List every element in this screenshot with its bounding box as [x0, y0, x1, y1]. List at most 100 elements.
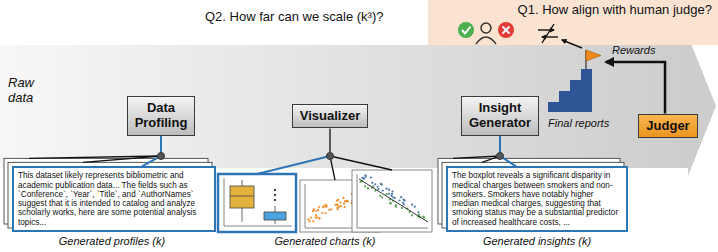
- pipeline-band: [0, 45, 688, 168]
- report-to-judge-arrow: [562, 40, 582, 48]
- person-body: [476, 37, 496, 44]
- cross-mark: [503, 27, 510, 34]
- scatter-dot: [316, 216, 318, 218]
- fan-line: [330, 156, 392, 170]
- profile-card: This dataset likely represents bibliomet…: [12, 166, 216, 232]
- caption: Generated charts (k): [275, 235, 376, 248]
- scatter-dot: [346, 200, 348, 202]
- scatter-dot: [315, 214, 317, 216]
- scatter-dot: [400, 196, 402, 198]
- compare-arrow: [542, 36, 558, 37]
- compare-arrow: [538, 29, 554, 30]
- scatter-dot: [381, 184, 383, 186]
- outlier: [274, 199, 276, 201]
- scatter-dot: [386, 188, 388, 190]
- scatter-dot: [322, 206, 324, 208]
- junction-dot: [158, 153, 165, 160]
- person-head: [481, 23, 491, 33]
- median: [230, 196, 254, 197]
- scatter-dot: [389, 202, 391, 204]
- node-text: Data Profiling: [135, 101, 188, 131]
- scatter-dot: [318, 217, 320, 219]
- reward-label: Rewards: [612, 44, 655, 57]
- scatter-dot: [401, 207, 403, 209]
- scatter-dot: [336, 204, 338, 206]
- scatter-dot: [343, 206, 345, 208]
- scatter-dot: [377, 186, 379, 188]
- scatter-dot: [315, 210, 317, 212]
- node-text: Q1. How align with human judge?: [428, 0, 718, 17]
- scatter-dot: [411, 214, 413, 216]
- scatter-dot: [342, 197, 344, 199]
- junction-dot: [327, 153, 334, 160]
- chart-card: [352, 170, 432, 232]
- scatter-dot: [371, 182, 373, 184]
- junction-dot: [496, 153, 503, 160]
- input-label: Raw data: [8, 76, 34, 106]
- scatter-dot: [385, 193, 387, 195]
- scatter-dot: [337, 208, 339, 210]
- scatter-dot: [346, 200, 348, 202]
- scatter-dot: [346, 200, 348, 202]
- output-label: Final reports: [548, 117, 609, 130]
- scatter-dot: [411, 203, 413, 205]
- scatter-dot: [402, 201, 404, 203]
- scatter-dot: [325, 206, 327, 208]
- caption: Generated insights (k): [483, 235, 591, 248]
- scatter-dot: [392, 196, 394, 198]
- cross-icon: [498, 22, 514, 38]
- scatter-dot: [388, 189, 390, 191]
- scatter-dot: [336, 204, 338, 206]
- scatter-dot: [414, 206, 416, 208]
- selection-line: [257, 156, 330, 174]
- scatter-dot: [317, 209, 319, 211]
- scatter-dot: [370, 176, 372, 178]
- scatter-dot: [312, 220, 314, 222]
- process-box: Insight Generator: [461, 96, 539, 136]
- boxplot-chart: [218, 174, 296, 232]
- scatter-dot: [343, 203, 345, 205]
- selection-link: [142, 136, 161, 166]
- pipeline-arrowhead: [688, 36, 716, 176]
- stem-line: [329, 128, 330, 156]
- scatter-dot: [337, 199, 339, 201]
- process-box: Visualizer: [292, 104, 368, 129]
- scatter-dot: [381, 196, 383, 198]
- insight-card: The boxplot reveals a significant dispar…: [446, 166, 628, 232]
- trend-line: [359, 179, 428, 222]
- staircase: [548, 69, 592, 112]
- axis: [224, 178, 292, 226]
- scatter-dot: [364, 185, 366, 187]
- scatter-dot: [325, 203, 327, 205]
- scatter-dot: [374, 183, 376, 185]
- axis: [357, 174, 428, 228]
- scatter-dot: [313, 208, 315, 210]
- check-icon: [458, 22, 474, 38]
- question-band: Q1. How align with human judge?: [428, 0, 718, 45]
- scatter-dot: [307, 218, 309, 220]
- scatter-dot: [367, 187, 369, 189]
- scatter-dot: [390, 202, 392, 204]
- scatter-dot: [422, 215, 424, 217]
- layout-extras: [4, 62, 665, 228]
- scatter-dot: [404, 199, 406, 201]
- scatter-dot: [339, 201, 341, 203]
- scatter-dot: [309, 220, 311, 222]
- scatter-dot: [319, 217, 321, 219]
- selection-link: [500, 136, 516, 166]
- judger-box: Judger: [638, 114, 697, 139]
- scatter-dot: [379, 195, 381, 197]
- scatter-dot: [328, 209, 330, 211]
- scatter-dot: [395, 206, 397, 208]
- box: [230, 186, 254, 208]
- outlier: [274, 194, 276, 196]
- check-mark: [462, 27, 471, 34]
- scatter-dot: [398, 199, 400, 201]
- node-text: Visualizer: [300, 109, 360, 124]
- scatter-dot: [391, 193, 393, 195]
- scatter-dot: [310, 217, 312, 219]
- scatter-dot: [324, 212, 326, 214]
- scatter-dot: [361, 177, 363, 179]
- reward-arrow: [606, 62, 665, 114]
- scatter-dot: [318, 206, 320, 208]
